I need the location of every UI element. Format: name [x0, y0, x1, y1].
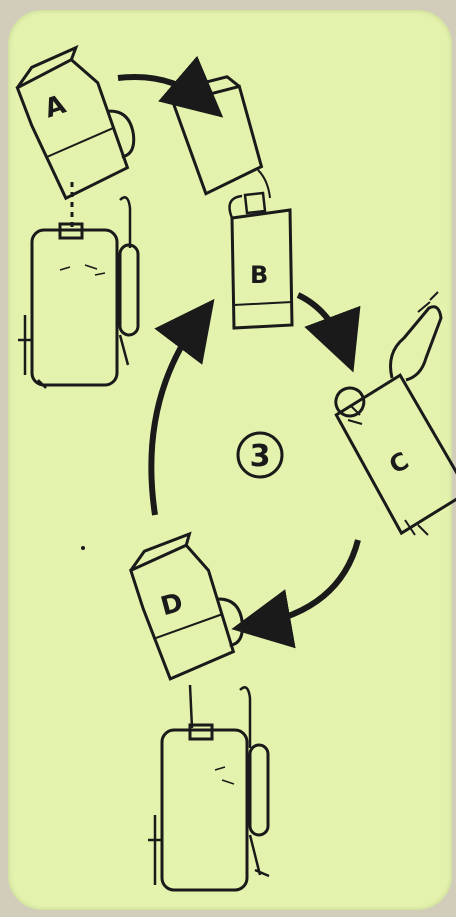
arrow-b-to-c	[296, 292, 361, 373]
arrow-a-to-b	[117, 55, 224, 118]
illustration-card	[8, 10, 452, 910]
container-a: A	[15, 44, 136, 201]
sprayer-tank-top	[18, 196, 140, 389]
pour-stream-d	[188, 684, 194, 729]
container-a-label: A	[41, 90, 69, 125]
container-b-label: B	[250, 261, 268, 289]
container-d: D	[129, 531, 244, 681]
container-d-label: D	[158, 588, 187, 623]
pour-stream-b	[257, 169, 271, 199]
container-b: B	[228, 191, 294, 330]
arrow-c-to-d	[231, 539, 361, 649]
container-c: C	[334, 373, 456, 536]
step-number: 3	[250, 439, 271, 474]
speck	[81, 546, 85, 550]
step-badge: 3	[236, 431, 284, 479]
container-c-label: C	[385, 447, 414, 480]
sprayer-tank-bottom	[148, 686, 270, 892]
hand-shaking	[347, 291, 443, 536]
arrow-d-to-b	[148, 298, 215, 516]
rinse-cup	[171, 75, 264, 196]
